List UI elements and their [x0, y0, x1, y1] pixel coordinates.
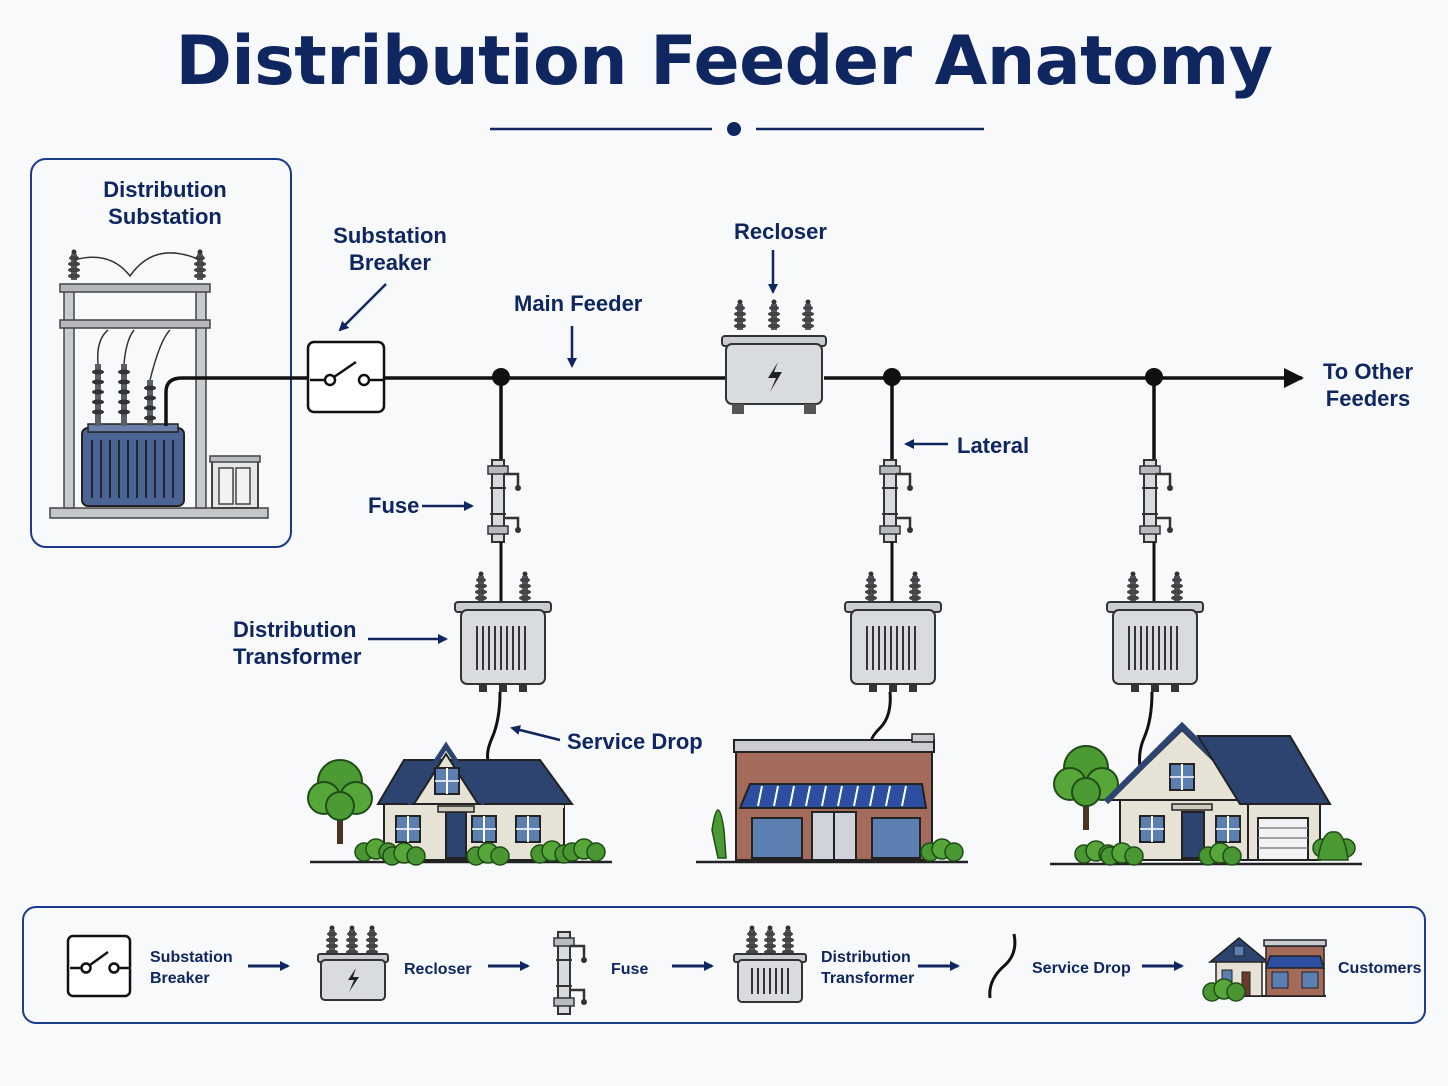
legend-recloser-icon: [317, 925, 389, 1001]
to-other-feeders-line2: Feeders: [1325, 386, 1411, 411]
legend-customers-icon: [1202, 937, 1327, 1002]
legend-service-drop-label: Service Drop: [1032, 960, 1131, 977]
legend-breaker-icon: [66, 934, 132, 998]
breaker-label: Substation Breaker: [320, 222, 460, 276]
substation-label-line2: Substation: [108, 204, 222, 229]
fuse-cutout-2: [878, 458, 915, 544]
substation-label-line1: Distribution: [103, 177, 227, 202]
distribution-transformer-1: [455, 572, 551, 693]
breaker-callout-arrow: [338, 283, 387, 332]
service-drop-label: Service Drop: [567, 729, 703, 754]
transformer-label-line2: Transformer: [233, 644, 362, 669]
to-other-feeders-label: To Other Feeders: [1318, 358, 1418, 412]
to-other-feeders-line1: To Other: [1322, 359, 1414, 384]
lateral-label: Lateral: [957, 433, 1030, 458]
substation-label: Distribution Substation: [62, 176, 268, 230]
service-drop-2: [870, 691, 892, 743]
shop-customer-2: [696, 733, 968, 864]
legend-transformer-icon: [733, 925, 807, 1003]
service-drop-1: [486, 691, 502, 761]
legend-customers-label: Customers: [1338, 960, 1422, 977]
legend-panel: [22, 906, 1426, 1024]
title-divider: [490, 122, 984, 136]
distribution-substation-icon: [49, 249, 269, 519]
substation-outfeed-line: [164, 376, 310, 426]
transformer-label: Distribution Transformer: [233, 616, 361, 670]
fuse-cutout-3: [1138, 458, 1175, 544]
legend-transformer-label: Distribution Transformer: [821, 947, 914, 989]
recloser-label: Recloser: [734, 219, 827, 244]
recloser-icon: [721, 299, 827, 414]
service-drop-callout-arrow: [510, 725, 561, 742]
page-title: Distribution Feeder Anatomy: [175, 22, 1273, 101]
transformer-label-line1: Distribution: [233, 617, 357, 642]
main-feeder-label: Main Feeder: [514, 291, 643, 316]
legend-transformer-line2: Transformer: [821, 970, 915, 987]
legend-breaker-label: Substation Breaker: [150, 947, 233, 989]
substation-breaker-icon: [306, 340, 386, 414]
substation-frame: [30, 158, 292, 548]
house-customer-3: [1050, 721, 1362, 866]
legend-breaker-line1: Substation: [150, 949, 233, 966]
fuse-label: Fuse: [368, 493, 420, 518]
legend-fuse-label: Fuse: [611, 961, 649, 978]
breaker-label-line1: Substation: [333, 223, 447, 248]
legend-recloser-label: Recloser: [404, 961, 472, 978]
service-drop-3: [1138, 691, 1154, 769]
fuse-cutout-1: [486, 458, 523, 544]
legend-transformer-line1: Distribution: [821, 949, 911, 966]
legend-service-drop-icon: [988, 933, 1017, 999]
house-customer-1: [307, 741, 612, 866]
legend-breaker-line2: Breaker: [150, 970, 210, 987]
breaker-label-line2: Breaker: [349, 250, 431, 275]
